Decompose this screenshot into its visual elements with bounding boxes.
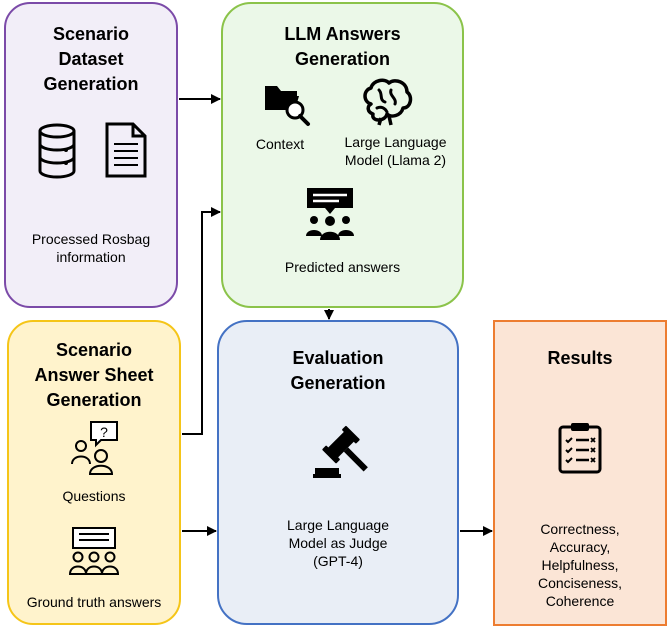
metric-coherence: Coherence (545, 593, 615, 609)
llm-answers-title: LLM Answers Generation (284, 24, 401, 69)
metric-correctness: Correctness, (540, 521, 620, 537)
metric-accuracy: Accuracy, (549, 539, 611, 555)
processed-rosbag-label: Processed Rosbag information (31, 231, 151, 265)
results-box: Results Correctness, Accuracy, Helpfulne… (493, 320, 667, 626)
metric-helpfulness: Helpfulness, (541, 557, 619, 573)
document-icon (105, 122, 147, 178)
clipboard-checklist-icon (558, 423, 602, 474)
svg-text:?: ? (100, 424, 108, 440)
presentation-people-icon (68, 527, 120, 575)
group-chat-icon (306, 188, 354, 240)
context-label: Context (255, 136, 305, 152)
llm-judge-label: Large Language Model as Judge (GPT-4) (287, 517, 389, 569)
brain-icon (363, 78, 413, 126)
results-title: Results (547, 348, 613, 368)
gavel-icon (313, 425, 368, 478)
database-icon (38, 123, 76, 179)
metric-conciseness: Conciseness, (537, 575, 623, 591)
answer-sheet-box: Scenario Answer Sheet Generation ? Quest… (7, 320, 181, 625)
arrow-answersheet-to-llm (182, 207, 221, 435)
evaluation-title: Evaluation Generation (290, 348, 386, 393)
question-people-icon: ? (71, 421, 118, 475)
scenario-dataset-title: Scenario Dataset Generation (43, 24, 139, 94)
scenario-dataset-box: Scenario Dataset Generation Processed Ro… (4, 2, 178, 308)
results-metrics: Correctness, Accuracy, Helpfulness, Conc… (495, 520, 665, 610)
llm-llama-label: Large Language Model (Llama 2) (344, 134, 447, 168)
folder-search-icon (265, 86, 310, 126)
answer-sheet-title: Scenario Answer Sheet Generation (34, 340, 154, 410)
ground-truth-label: Ground truth answers (26, 594, 162, 610)
questions-label: Questions (62, 488, 126, 504)
evaluation-box: Evaluation Generation Large Language Mod… (217, 320, 459, 625)
llm-answers-box: LLM Answers Generation Context Large Lan… (221, 2, 464, 308)
predicted-answers-label: Predicted answers (284, 259, 401, 275)
